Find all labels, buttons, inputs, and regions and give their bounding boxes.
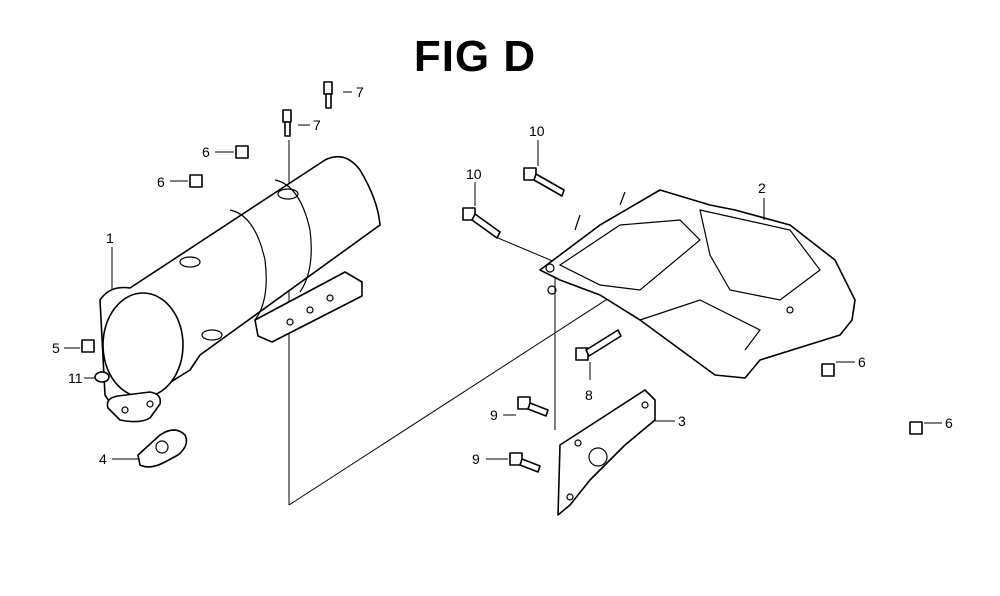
hardware [81,81,923,473]
bolt-9-upper [517,396,549,417]
callout-7b: 7 [313,117,321,133]
gasket [137,429,188,468]
callout-8: 8 [585,387,593,403]
bracket-plate [557,389,656,516]
callout-11: 11 [68,370,83,386]
nut-6-a [235,145,249,159]
callout-5: 5 [52,340,60,356]
bolt-10-lower [462,207,501,239]
nut-5 [81,339,95,353]
callout-10b: 10 [466,166,482,182]
nut-6-b [189,174,203,188]
callout-6a: 6 [202,144,210,160]
bolt-7-lower [282,109,292,123]
nut-6-c [821,363,835,377]
callout-9a: 9 [490,407,498,423]
bolt-7-upper [323,81,333,95]
washer-11 [94,371,110,383]
callout-1: 1 [106,230,114,246]
callout-6c: 6 [858,354,866,370]
callout-4: 4 [99,451,107,467]
callout-6b: 6 [157,174,165,190]
bolt-8 [575,329,622,361]
callout-6d: 6 [945,415,953,431]
callouts: 1 2 3 4 5 6 6 6 6 7 7 8 9 9 10 10 11 [52,84,953,467]
callout-10a: 10 [529,123,545,139]
leader-lines [64,91,942,460]
figure-title: FIG D [413,32,537,81]
callout-2: 2 [758,180,766,196]
callout-3: 3 [678,413,686,429]
exhaust-guard [539,189,856,379]
bolt-10-upper [523,167,565,197]
muffler-protector [99,155,381,423]
nut-6-d [909,421,923,435]
callout-7a: 7 [356,84,364,100]
callout-9b: 9 [472,451,480,467]
bolt-9-lower [509,452,541,473]
